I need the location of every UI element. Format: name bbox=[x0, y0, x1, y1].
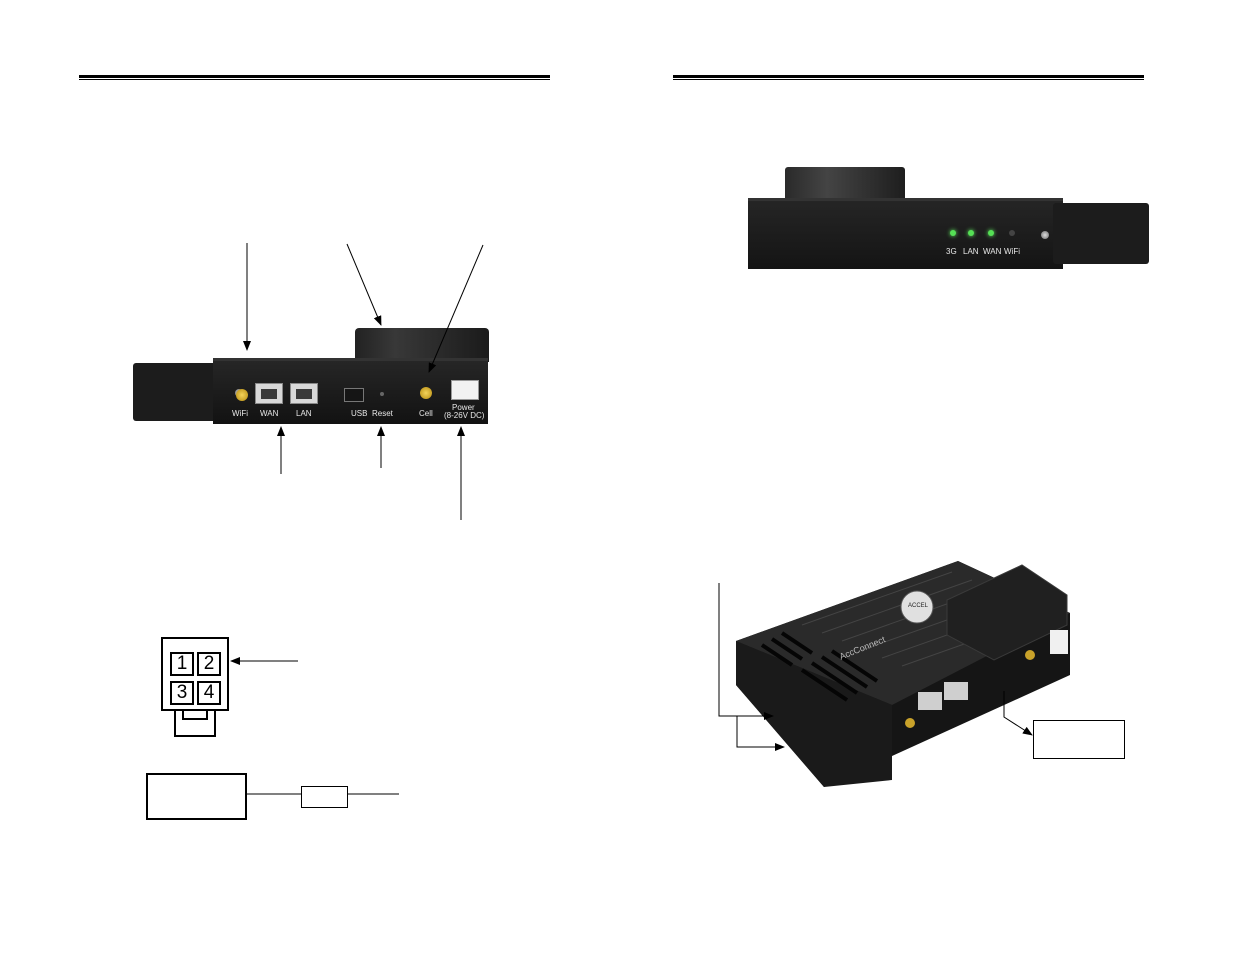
label-cell: Cell bbox=[419, 409, 433, 418]
perspective-image: AccConnect ACCEL bbox=[732, 555, 1077, 787]
mounting-tab bbox=[133, 363, 219, 421]
cell-antenna-connector-icon bbox=[420, 387, 432, 399]
header-rule-right bbox=[673, 75, 1144, 80]
front-panel-image: 3G LAN WAN WiFi bbox=[746, 165, 1151, 270]
label-power-voltage: (8-26V DC) bbox=[444, 411, 485, 420]
label-reset: Reset bbox=[372, 409, 393, 418]
callout-box bbox=[1033, 720, 1125, 759]
connector-latch bbox=[174, 709, 216, 737]
pin-4: 4 bbox=[197, 681, 221, 705]
label-lan: LAN bbox=[296, 409, 312, 418]
mounting-tab bbox=[1053, 203, 1149, 264]
wiring-source-box bbox=[146, 773, 247, 820]
arrow-line bbox=[718, 583, 774, 720]
pin-2: 2 bbox=[197, 652, 221, 676]
led-3g-icon bbox=[950, 230, 956, 236]
arrow-line bbox=[346, 243, 382, 326]
cellular-module bbox=[785, 167, 905, 201]
led-wan-icon bbox=[988, 230, 994, 236]
label-wan: WAN bbox=[983, 247, 1002, 256]
label-wan: WAN bbox=[260, 409, 279, 418]
usb-port-icon bbox=[344, 388, 364, 402]
arrow-line bbox=[736, 716, 785, 751]
lan-port-icon bbox=[290, 383, 318, 404]
power-connector-diagram bbox=[161, 637, 229, 711]
arrow-line bbox=[1003, 691, 1033, 736]
arrow-line bbox=[428, 244, 484, 373]
pin-1: 1 bbox=[170, 652, 194, 676]
label-wifi: WiFi bbox=[232, 409, 248, 418]
router-perspective-illustration bbox=[736, 561, 1070, 787]
label-wifi: WiFi bbox=[1004, 247, 1020, 256]
wan-port-icon bbox=[255, 383, 283, 404]
cellular-module bbox=[355, 328, 489, 362]
led-lan-icon bbox=[968, 230, 974, 236]
label-power: Power bbox=[452, 403, 475, 412]
label-lan: LAN bbox=[963, 247, 979, 256]
reset-button-icon bbox=[380, 392, 384, 396]
label-3g: 3G bbox=[946, 247, 957, 256]
connector-latch-inner bbox=[182, 710, 208, 720]
badge-text: ACCEL bbox=[908, 603, 929, 609]
fuse-box bbox=[301, 786, 348, 808]
label-usb: USB bbox=[351, 409, 368, 418]
led-wifi-icon bbox=[1009, 230, 1015, 236]
header-rule-left bbox=[79, 75, 550, 80]
pin-3: 3 bbox=[170, 681, 194, 705]
wifi-antenna-connector-icon bbox=[236, 389, 248, 401]
screw-icon bbox=[1041, 231, 1049, 239]
rear-panel-image: WiFi WAN LAN USB Reset Cell Power (8-26V… bbox=[133, 325, 493, 425]
power-connector-icon bbox=[451, 380, 479, 400]
